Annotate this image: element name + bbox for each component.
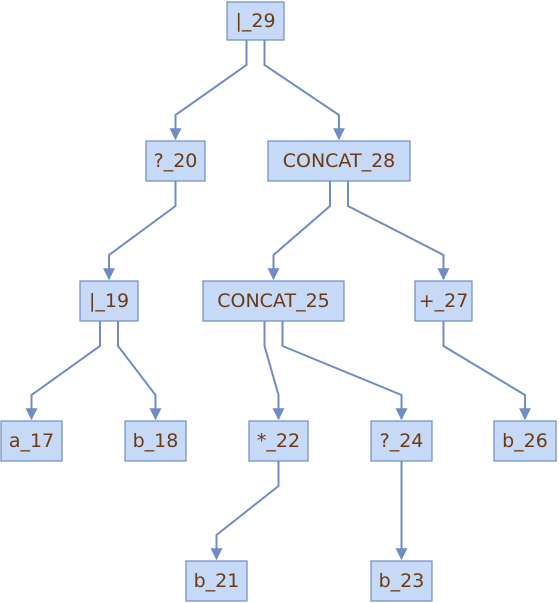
edge-28-25: [267, 181, 331, 281]
node-28-label: CONCAT_28: [283, 150, 396, 172]
node-22-label: *_22: [257, 430, 300, 452]
node-28: CONCAT_28: [267, 140, 411, 182]
edge-29-28: [263, 40, 345, 141]
edge-19-17: [25, 321, 101, 421]
edge-27-26: [442, 321, 531, 421]
node-27: +_27: [414, 280, 473, 322]
edge-19-18: [117, 321, 162, 421]
edges-layer: [25, 40, 531, 561]
node-19: |_19: [79, 280, 139, 322]
node-25: CONCAT_25: [202, 280, 345, 322]
node-17: a_17: [0, 420, 63, 462]
node-18-label: b_18: [133, 430, 179, 452]
node-27-label: +_27: [419, 290, 469, 312]
edge-28-27: [347, 181, 450, 281]
node-23-label: b_23: [379, 570, 425, 592]
node-29-label: |_29: [235, 10, 275, 32]
node-17-label: a_17: [9, 430, 54, 452]
node-21: b_21: [185, 560, 248, 602]
node-26: b_26: [493, 420, 557, 462]
node-22: *_22: [248, 420, 309, 462]
node-26-label: b_26: [502, 430, 548, 452]
edge-20-19: [103, 181, 177, 281]
node-25-label: CONCAT_25: [217, 290, 330, 312]
edge-25-22: [263, 321, 285, 421]
node-18: b_18: [124, 420, 187, 462]
node-20: ?_20: [145, 140, 206, 182]
edge-25-24: [281, 321, 408, 421]
edge-29-20: [169, 40, 248, 141]
node-19-label: |_19: [89, 290, 129, 312]
node-23: b_23: [370, 560, 433, 602]
node-29: |_29: [226, 1, 285, 41]
node-20-label: ?_20: [154, 150, 198, 172]
node-21-label: b_21: [194, 570, 240, 592]
node-24: ?_24: [370, 420, 433, 462]
edge-22-21: [210, 461, 280, 561]
node-24-label: ?_24: [380, 430, 424, 452]
